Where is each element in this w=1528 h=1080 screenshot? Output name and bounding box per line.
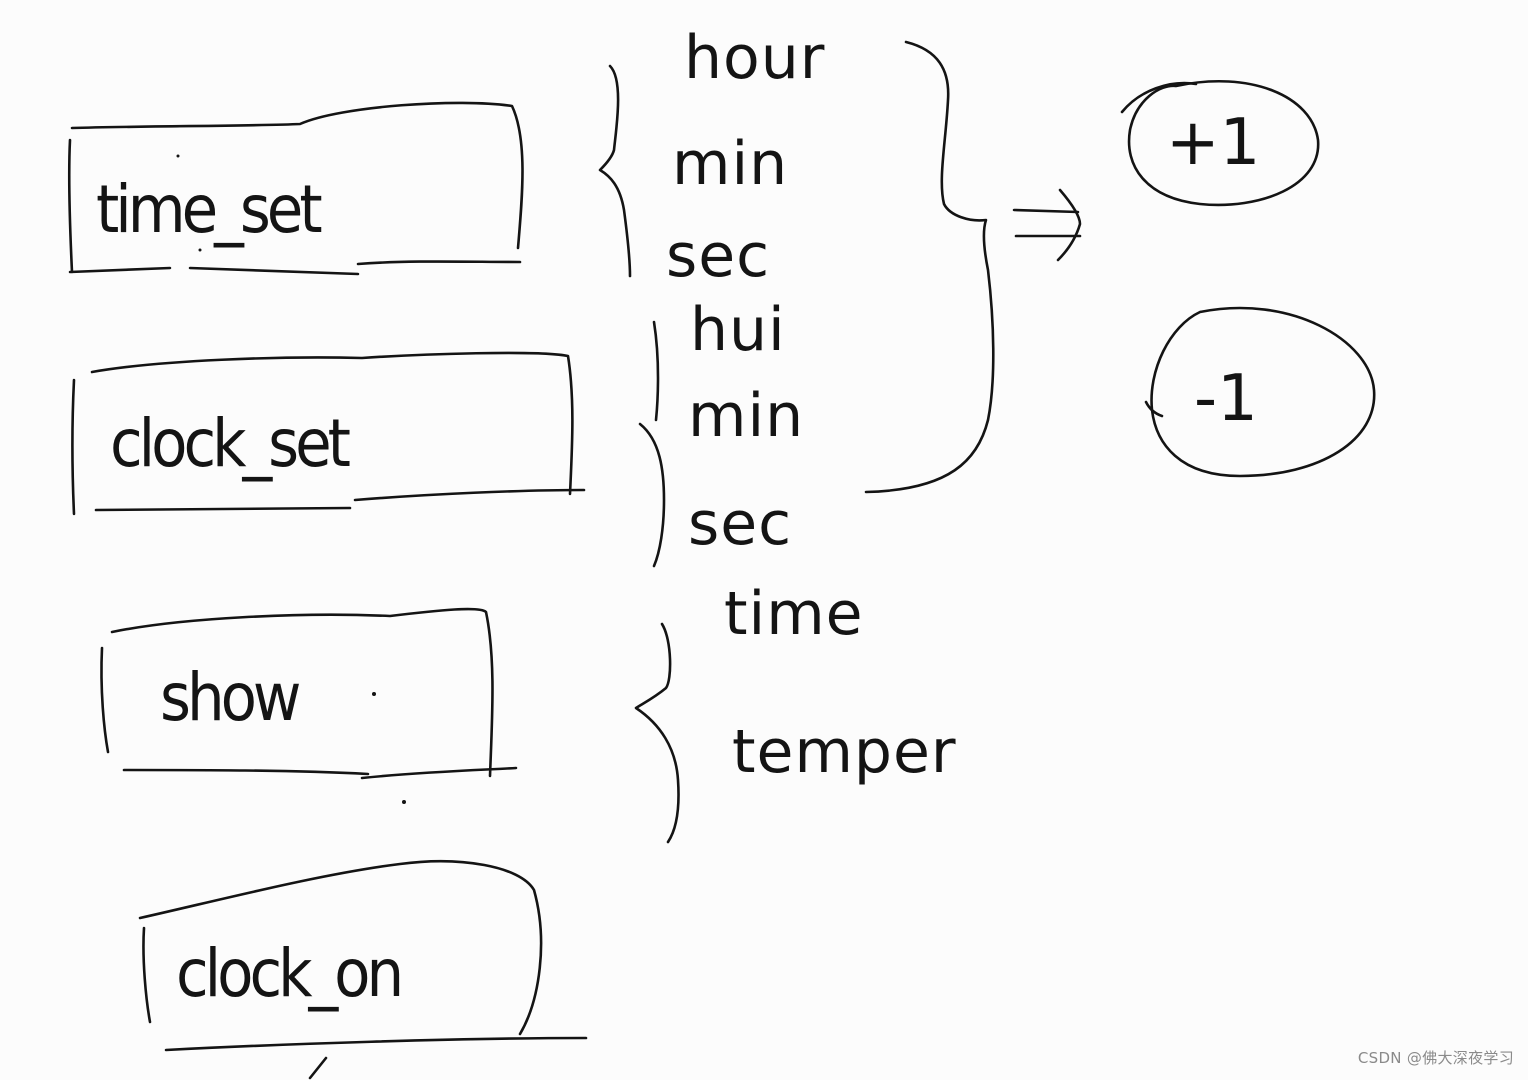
- plus-one-label: +1: [1166, 106, 1260, 180]
- clock-set-node: clock_set: [71, 351, 586, 516]
- show-items: time temper: [724, 579, 957, 787]
- minus-one-node: -1: [1144, 306, 1376, 478]
- clock-set-item-min: min: [688, 381, 804, 451]
- time-set-brace: [598, 64, 632, 278]
- time-set-items: hour min sec: [666, 23, 825, 291]
- time-set-item-sec: sec: [666, 221, 770, 291]
- time-set-item-hour: hour: [684, 23, 825, 93]
- time-set-label: time_set: [96, 171, 321, 248]
- time-set-node: time_set: [67, 101, 524, 276]
- time-set-item-min: min: [672, 129, 788, 199]
- minus-one-label: -1: [1194, 362, 1258, 436]
- clock-set-item-hui: hui: [690, 295, 786, 365]
- plus-one-node: +1: [1120, 79, 1320, 207]
- show-node: show: [100, 607, 518, 780]
- watermark: CSDN @佛大深夜学习: [1357, 1049, 1514, 1067]
- show-label: show: [160, 659, 300, 736]
- implies-arrow: [1012, 188, 1082, 262]
- clock-on-label: clock_on: [176, 935, 400, 1012]
- show-brace: [634, 622, 680, 844]
- show-item-time: time: [724, 579, 864, 649]
- stray-marks: [176, 154, 406, 804]
- clock-on-node: clock_on: [138, 859, 588, 1080]
- clock-set-brace: [638, 320, 666, 568]
- clock-set-item-sec: sec: [688, 489, 792, 559]
- show-item-temper: temper: [732, 717, 957, 787]
- merge-brace: [864, 40, 995, 494]
- clock-set-label: clock_set: [110, 405, 350, 482]
- clock-set-items: hui min sec: [688, 295, 804, 559]
